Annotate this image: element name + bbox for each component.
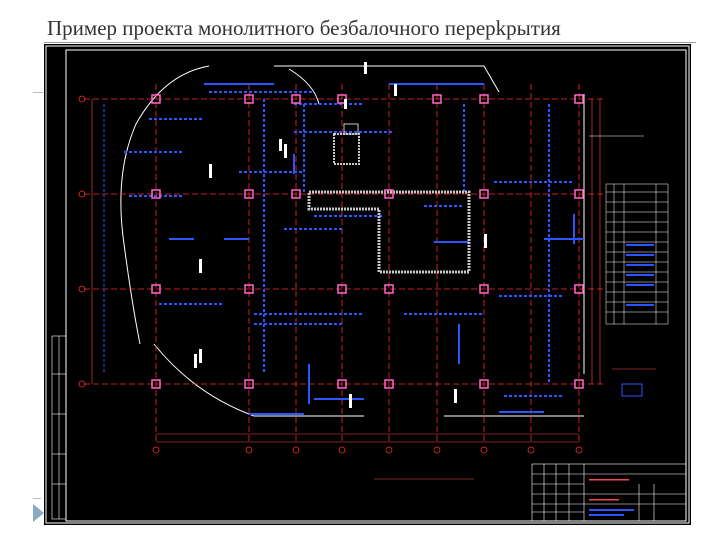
left-stamp-strip xyxy=(51,335,67,520)
floor-slab-reinforcement-drawing[interactable] xyxy=(44,44,691,525)
table-rebar-marks xyxy=(626,244,654,306)
axis-markers xyxy=(78,95,583,454)
stair-elevator-core xyxy=(307,123,471,274)
rebar-specification-table xyxy=(605,183,669,325)
title-block xyxy=(531,463,687,522)
triangle-right-icon[interactable] xyxy=(33,504,44,522)
section-note xyxy=(374,135,656,480)
sheet-outer-frame xyxy=(45,45,690,524)
sheet-inner-frame xyxy=(65,49,687,522)
columns xyxy=(151,94,584,389)
title-divider xyxy=(44,42,696,43)
slide-title: Пример проекта монолитного безбалочного … xyxy=(47,16,561,40)
title-block-marks xyxy=(589,479,629,501)
reinforcement-bars xyxy=(103,83,584,415)
dimension-lines xyxy=(91,99,601,443)
rebar-labels xyxy=(194,62,487,408)
decorative-tick xyxy=(33,92,43,93)
title-block-blue-marks xyxy=(589,509,634,516)
axis-grid xyxy=(84,84,604,444)
decorative-tick xyxy=(33,498,41,499)
